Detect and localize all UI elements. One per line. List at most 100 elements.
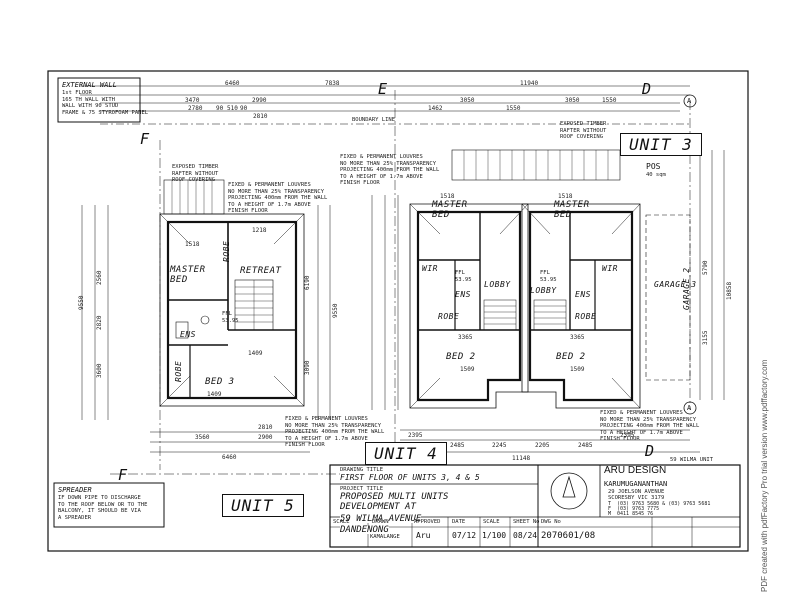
u3-robe: ROBE: [575, 312, 597, 321]
dim-u4-bot-c: 2245: [492, 442, 507, 449]
dim-right-b: 10858: [726, 281, 733, 300]
u4-wir: WIR: [422, 264, 438, 273]
dim-u5-b: 2990: [252, 97, 267, 104]
dim-u5-c: 2780: [188, 105, 203, 112]
dim-u5-right-a: 6190: [304, 275, 311, 290]
dim-u5-bottom: 6460: [222, 454, 237, 461]
louvres-note-bottom: FIXED & PERMANENT LOUVRES NO MORE THAN 2…: [285, 416, 385, 448]
garage3-label: GARAGE 3: [654, 280, 697, 289]
dim-u5-a: 3470: [185, 97, 200, 104]
dim-u5-1518: 1518: [185, 241, 200, 248]
u3-wir: WIR: [602, 264, 618, 273]
spreader-title: SPREADER: [58, 486, 92, 494]
grid-label-d-top: D: [642, 80, 652, 98]
dim-u3-bot-a: 2205: [535, 442, 550, 449]
unit4-unit3-walls: [416, 210, 634, 402]
val-dwg: 2070601/08: [541, 531, 596, 541]
dim-u5-1409a: 1409: [248, 350, 263, 357]
dim-u4-b: 3050: [460, 97, 475, 104]
phone: T (03) 9763 5680 & (03) 9763 5681: [608, 501, 711, 507]
hdr-sheet: SHEET No: [513, 519, 540, 525]
unit5-walls: [166, 220, 298, 400]
u3-ffl: FFL 53.95: [540, 270, 557, 283]
grid-label-a-top: A: [687, 97, 692, 105]
dim-u3-bot-c: 2395: [620, 432, 635, 439]
louvres-note-right: FIXED & PERMANENT LOUVRES NO MORE THAN 2…: [600, 410, 700, 442]
dim-u3-a: 3050: [565, 97, 580, 104]
dim-u5-left-b: 2560: [96, 270, 103, 285]
wilma-label: 59 WILMA UNIT: [670, 457, 714, 463]
val-sheet: 08/24: [513, 531, 538, 540]
designer-name: KARUMUGANANTHAN: [604, 480, 668, 488]
dim-u5-bot-a: 3560: [195, 434, 210, 441]
dim-top-overall: 7838: [325, 80, 340, 87]
dim-u5-left-c: 2820: [96, 315, 103, 330]
u3-ens: ENS: [575, 290, 591, 299]
u5-robe-2: ROBE: [174, 360, 183, 382]
external-wall-title: EXTERNAL WALL: [62, 81, 117, 89]
dim-u3-1509: 1509: [570, 366, 585, 373]
pos-label: POS: [646, 162, 661, 171]
drawing-title: FIRST FLOOR OF UNITS 3, 4 & 5: [340, 473, 480, 482]
u5-robe: ROBE: [222, 240, 231, 262]
dim-bottom-total: 11148: [512, 455, 531, 462]
project-line-3: 59 WILMA AVENUE: [340, 514, 422, 524]
dim-u4-bot-b: 2485: [450, 442, 465, 449]
hdr-scale-2: SCALE: [483, 519, 500, 525]
dim-u4-bot-a: 2395: [408, 432, 423, 439]
louvres-note-top: FIXED & PERMANENT LOUVRES NO MORE THAN 2…: [340, 154, 440, 186]
u3-bed2: BED 2: [556, 352, 586, 362]
dim-u5-d: 2810: [253, 113, 268, 120]
dim-u5-left-a: 9550: [78, 295, 85, 310]
mobile: M 0411 8545 76: [608, 511, 654, 517]
louvres-note-left: FIXED & PERMANENT LOUVRES NO MORE THAN 2…: [228, 182, 328, 214]
grid-label-f-bottom: F: [118, 466, 128, 484]
dim-u5-top: 6460: [225, 80, 240, 87]
pdf-watermark: PDF created with pdfFactory Pro trial ve…: [760, 359, 769, 592]
dim-top-mid: 11940: [520, 80, 539, 87]
u3-lobby: LOBBY: [530, 286, 557, 295]
dim-u5-e: 90: [216, 105, 224, 112]
project-title-label: PROJECT TITLE: [340, 486, 384, 492]
dim-u5-f: 510: [227, 105, 238, 112]
drawing-title-label: DRAWING TITLE: [340, 467, 384, 473]
unit5-title: UNIT 5: [222, 494, 304, 517]
hdr-approved: APPROVED: [414, 519, 441, 525]
boundary-line-label: BOUNDARY LINE: [352, 117, 396, 123]
u4-robe: ROBE: [438, 312, 460, 321]
sheet-border: [47, 70, 749, 552]
u5-retreat: RETREAT: [240, 266, 282, 276]
garage2-label: GARAGE 2: [682, 267, 691, 310]
address-2: SCORESBY VIC 3179: [608, 495, 665, 501]
unit4-title: UNIT 4: [365, 442, 447, 465]
dim-u4-1518: 1518: [440, 193, 455, 200]
val-scale-2: 1/100: [482, 531, 507, 540]
dim-u4-1509: 1509: [460, 366, 475, 373]
dim-u5-bot-b: 2900: [258, 434, 273, 441]
hdr-date: DATE: [452, 519, 466, 525]
spreader-note: IF DOWN PIPE TO DISCHARGE TO THE ROOF BE…: [58, 495, 148, 521]
dim-u5-right-c: 9550: [332, 303, 339, 318]
dim-u3-1518: 1518: [558, 193, 573, 200]
dim-right-a: 5790: [702, 260, 709, 275]
val-date: 07/12: [452, 531, 477, 540]
dim-u5-right-b: 3090: [304, 360, 311, 375]
hdr-dwg: DWG No: [541, 519, 561, 525]
dim-u4-c: 1550: [506, 105, 521, 112]
u4-ffl: FFL 53.95: [455, 270, 472, 283]
dim-u5-1218: 1218: [252, 227, 267, 234]
grid-label-e-top: E: [378, 80, 388, 98]
u5-ffl: FFL 53.95: [222, 311, 239, 324]
project-line-1: PROPOSED MULTI UNITS: [340, 492, 449, 502]
u5-ens: ENS: [180, 330, 196, 339]
dim-u4-3365: 3365: [458, 334, 473, 341]
grid-label-f-top: F: [140, 130, 150, 148]
unit3-title: UNIT 3: [620, 133, 702, 156]
fax: F (03) 9763 7775: [608, 506, 660, 512]
u4-bed2: BED 2: [446, 352, 476, 362]
dim-u3-3365: 3365: [570, 334, 585, 341]
dim-u5-left-d: 3600: [96, 363, 103, 378]
u3-master-bed: MASTER BED: [554, 200, 590, 220]
u4-master-bed: MASTER BED: [432, 200, 468, 220]
